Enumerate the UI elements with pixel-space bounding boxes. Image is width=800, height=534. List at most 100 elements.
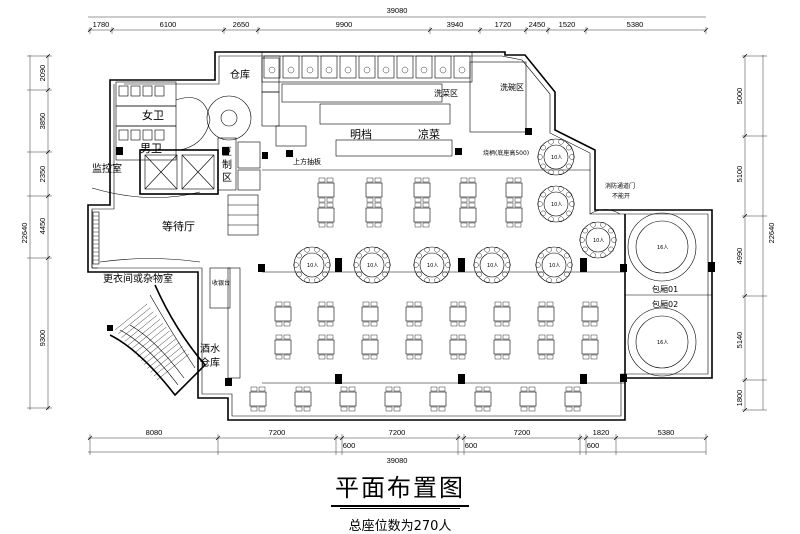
round-table-seats: 10人 [551, 202, 562, 208]
round-tables: 10人 10人 10人 10人 10人 10人 10人 10人 [293, 138, 617, 284]
stove-note: 烧柄(底座高500) [483, 149, 529, 157]
square-table [384, 386, 402, 412]
dim-top-1: 6100 [160, 20, 177, 29]
dim-top-0: 1780 [93, 20, 110, 29]
square-table [449, 301, 467, 327]
dim-left-0: 2090 [38, 65, 47, 82]
left-dimension-chain: 22640 2090 3850 2350 4450 9300 [20, 53, 52, 411]
round-table: 10人 [293, 246, 331, 284]
round-table: 10人 [535, 246, 573, 284]
room-waiting-hall: 等待厅 [162, 219, 195, 233]
private-room-01: 包厢01 [652, 284, 678, 294]
dim-bottom-1: 7200 [269, 428, 286, 437]
square-table [537, 334, 555, 360]
round-table: 10人 [473, 246, 511, 284]
dim-top-4: 3940 [447, 20, 464, 29]
dim-top-2: 2650 [233, 20, 250, 29]
dim-top-6: 2450 [529, 20, 546, 29]
dim-left-4: 9300 [38, 330, 47, 347]
cashier-label: 收银台 [212, 279, 230, 287]
round-table: 10人 [537, 185, 575, 223]
square-table [413, 202, 431, 228]
dim-bottom-total: 39080 [387, 456, 408, 465]
dim-right-3: 5140 [735, 332, 744, 349]
dim-top-5: 1720 [495, 20, 512, 29]
room-wine-2: 仓库 [200, 356, 220, 369]
plan-title: 平面布置图 [331, 468, 469, 507]
square-table [564, 386, 582, 412]
locker-and-stairs: 更衣间或杂物室 [103, 272, 207, 397]
private-room-02: 包厢02 [652, 299, 678, 309]
tofu-label-2: 制 [222, 158, 232, 171]
dim-top-7: 1520 [559, 20, 576, 29]
square-table [294, 386, 312, 412]
round-table-seats: 10人 [551, 155, 562, 161]
dim-right-total: 22640 [767, 223, 776, 244]
round-table-seats: 10人 [549, 263, 560, 269]
dim-left-1: 3850 [38, 113, 47, 130]
round-table-seats: 10人 [427, 263, 438, 269]
dim-bottom-gap-1: 600 [465, 441, 478, 450]
square-table [317, 301, 335, 327]
round-table: 10人 [579, 221, 617, 259]
dim-left-3: 4450 [38, 218, 47, 235]
vip-table-01: 16人 [627, 212, 697, 282]
seat-total: 总座位数为270人 [348, 519, 452, 534]
fire-door-label: 消防通道门 [605, 182, 635, 190]
tofu-label-1: 豆 [222, 146, 232, 158]
square-table [459, 177, 477, 203]
waiting-hall: 等待厅 [91, 210, 201, 269]
square-table [581, 301, 599, 327]
round-table-seats: 10人 [593, 238, 604, 244]
elevator-block: 监控室 [91, 147, 229, 198]
room-warehouse: 仓库 [230, 68, 250, 81]
private-rooms: 包厢01 包厢02 消防通道门 不能开 [589, 182, 712, 378]
outer-walls [87, 51, 713, 421]
square-table [317, 202, 335, 228]
dim-left-2: 2350 [38, 166, 47, 183]
square-table [249, 386, 267, 412]
bottom-dimension-chain: 8080 7200 7200 7200 1820 5380 600 600 60… [87, 428, 709, 465]
square-table [459, 202, 477, 228]
square-table [274, 334, 292, 360]
dim-right-1: 5100 [735, 166, 744, 183]
square-tables [249, 177, 599, 412]
bright-stall-label: 明档 [350, 127, 372, 141]
round-table-seats: 10人 [367, 263, 378, 269]
round-table: 10人 [537, 138, 575, 176]
cashier-wine: 收银台 酒水 仓库 [200, 267, 241, 386]
title-underline [340, 508, 460, 509]
dim-top-total: 39080 [387, 6, 408, 15]
square-table [274, 301, 292, 327]
vip-seat-label: 16人 [657, 340, 668, 346]
fire-door-note: 不能开 [612, 192, 630, 200]
dining-hall [258, 169, 715, 384]
top-hood-label: 上方抽板 [293, 157, 321, 166]
square-table [405, 301, 423, 327]
square-table [365, 177, 383, 203]
dim-bottom-5: 5380 [658, 428, 675, 437]
square-table [519, 386, 537, 412]
square-table [493, 301, 511, 327]
square-table [413, 177, 431, 203]
square-table [429, 386, 447, 412]
square-table [405, 334, 423, 360]
square-table [365, 202, 383, 228]
dim-right-4: 1800 [735, 390, 744, 407]
square-table [361, 334, 379, 360]
dim-bottom-2: 7200 [389, 428, 406, 437]
room-female-wc: 女卫 [142, 108, 164, 122]
restroom-block: 女卫 男卫 仓库 [115, 57, 280, 161]
dim-bottom-4: 1820 [593, 428, 610, 437]
room-wine-1: 酒水 [200, 343, 220, 355]
round-table-seats: 10人 [307, 263, 318, 269]
cold-dish-label: 凉菜 [418, 127, 440, 141]
right-dimension-chain: 22640 5000 5100 4990 5140 1800 [735, 53, 776, 413]
square-table [474, 386, 492, 412]
wash-area-label: 洗菜区 [434, 88, 458, 98]
dim-bottom-3: 7200 [514, 428, 531, 437]
square-table [493, 334, 511, 360]
square-table [339, 386, 357, 412]
dim-bottom-gap-2: 600 [587, 441, 600, 450]
